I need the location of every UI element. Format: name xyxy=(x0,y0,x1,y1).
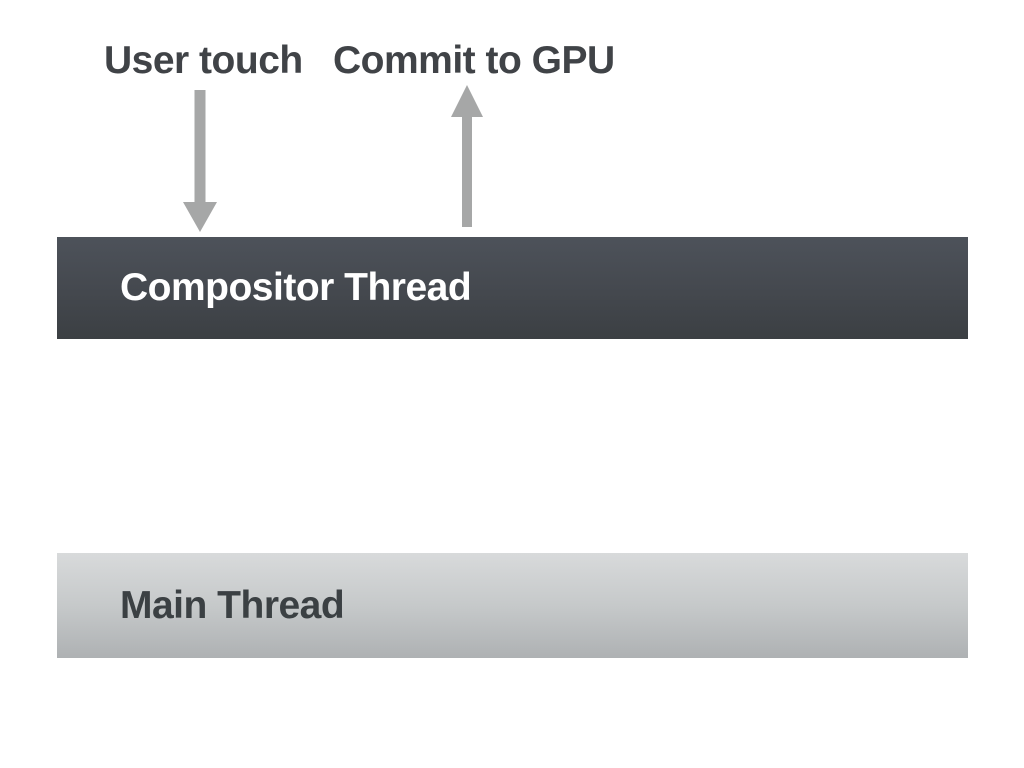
user-touch-label: User touch xyxy=(104,39,303,82)
compositor-thread-bar: Compositor Thread xyxy=(57,237,968,339)
commit-to-gpu-label: Commit to GPU xyxy=(333,39,615,82)
down-arrow-shape xyxy=(183,90,217,232)
compositor-thread-label: Compositor Thread xyxy=(120,266,472,309)
main-thread-label: Main Thread xyxy=(120,583,345,627)
up-arrow-shape xyxy=(451,85,483,227)
up-arrow-icon xyxy=(451,85,483,227)
down-arrow-icon xyxy=(183,90,217,232)
main-thread-bar: Main Thread xyxy=(57,553,968,658)
